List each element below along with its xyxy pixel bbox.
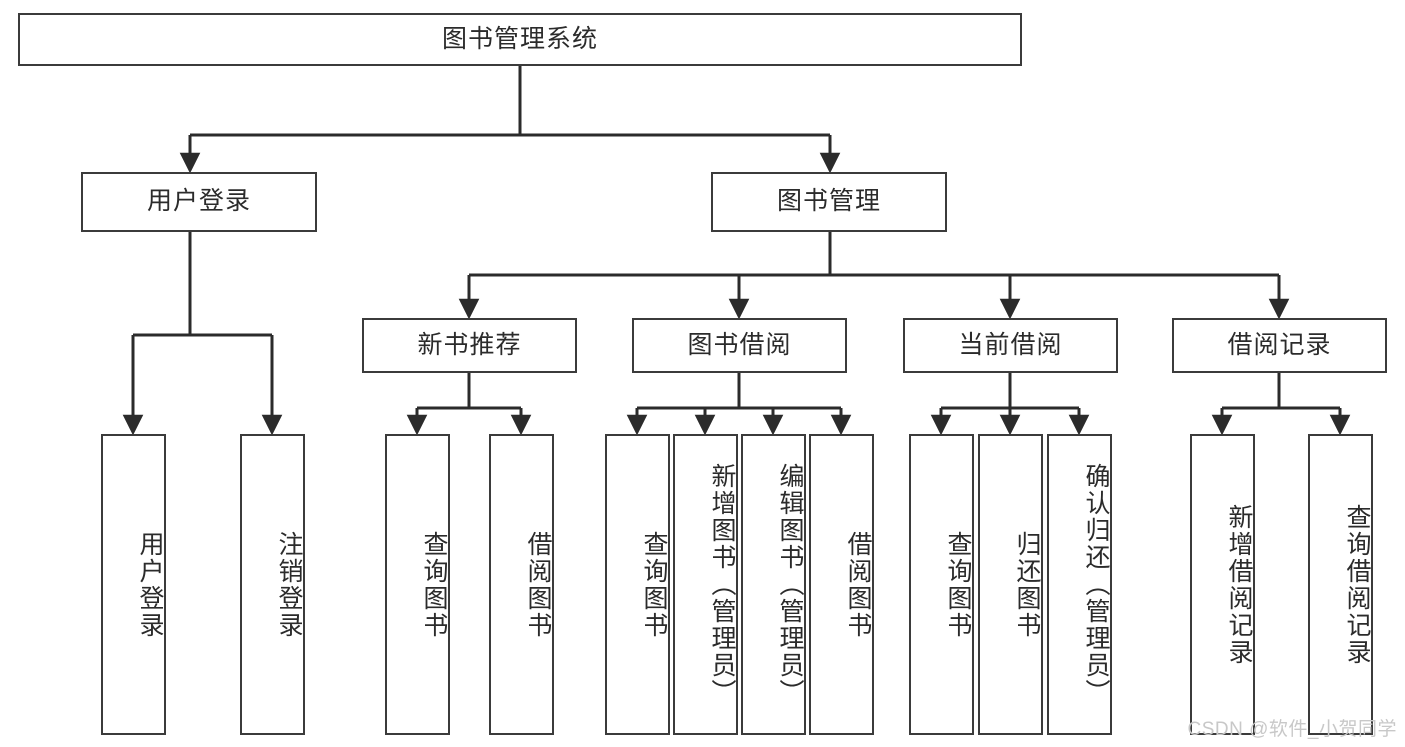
node-leaf-edit-book[interactable]: 编辑图书（管理员） bbox=[741, 434, 806, 735]
node-label: 查询图书 bbox=[640, 530, 668, 639]
node-label: 查询图书 bbox=[420, 530, 448, 639]
node-leaf-borrow-book-1[interactable]: 借阅图书 bbox=[489, 434, 554, 735]
csdn-watermark: CSDN @软件_小贺同学 bbox=[1187, 719, 1397, 740]
node-leaf-return-book[interactable]: 归还图书 bbox=[978, 434, 1043, 735]
node-label: 新书推荐 bbox=[417, 330, 522, 359]
node-label: 查询借阅记录 bbox=[1343, 503, 1371, 666]
node-current-borrow[interactable]: 当前借阅 bbox=[903, 318, 1118, 373]
node-book-management[interactable]: 图书管理 bbox=[711, 172, 947, 232]
node-label: 确认归还（管理员） bbox=[1082, 463, 1110, 706]
node-label: 当前借阅 bbox=[958, 330, 1063, 359]
node-label: 归还图书 bbox=[1013, 530, 1041, 639]
node-label: 注销登录 bbox=[275, 530, 303, 639]
node-new-book-recommend[interactable]: 新书推荐 bbox=[362, 318, 577, 373]
node-leaf-add-book[interactable]: 新增图书（管理员） bbox=[673, 434, 738, 735]
node-label: 用户登录 bbox=[146, 187, 251, 216]
node-label: 图书管理系统 bbox=[441, 24, 598, 53]
node-leaf-query-book-3[interactable]: 查询图书 bbox=[909, 434, 974, 735]
node-borrow-record[interactable]: 借阅记录 bbox=[1172, 318, 1387, 373]
node-label: 借阅图书 bbox=[844, 530, 872, 639]
node-leaf-query-book-2[interactable]: 查询图书 bbox=[605, 434, 670, 735]
node-user-login[interactable]: 用户登录 bbox=[81, 172, 317, 232]
node-book-borrow[interactable]: 图书借阅 bbox=[632, 318, 847, 373]
node-label: 编辑图书（管理员） bbox=[776, 463, 804, 706]
node-leaf-confirm-return[interactable]: 确认归还（管理员） bbox=[1047, 434, 1112, 735]
node-label: 新增借阅记录 bbox=[1225, 503, 1253, 666]
node-label: 新增图书（管理员） bbox=[708, 463, 736, 706]
node-label: 图书管理 bbox=[776, 187, 881, 216]
node-leaf-query-book-1[interactable]: 查询图书 bbox=[385, 434, 450, 735]
node-label: 用户登录 bbox=[136, 530, 164, 639]
node-root-system[interactable]: 图书管理系统 bbox=[18, 13, 1022, 66]
node-label: 借阅记录 bbox=[1227, 330, 1332, 359]
node-label: 图书借阅 bbox=[687, 330, 792, 359]
node-label: 查询图书 bbox=[944, 530, 972, 639]
node-leaf-borrow-book-2[interactable]: 借阅图书 bbox=[809, 434, 874, 735]
node-leaf-user-login[interactable]: 用户登录 bbox=[101, 434, 166, 735]
node-leaf-add-record[interactable]: 新增借阅记录 bbox=[1190, 434, 1255, 735]
node-label: 借阅图书 bbox=[524, 530, 552, 639]
node-leaf-query-record[interactable]: 查询借阅记录 bbox=[1308, 434, 1373, 735]
node-leaf-logout-login[interactable]: 注销登录 bbox=[240, 434, 305, 735]
